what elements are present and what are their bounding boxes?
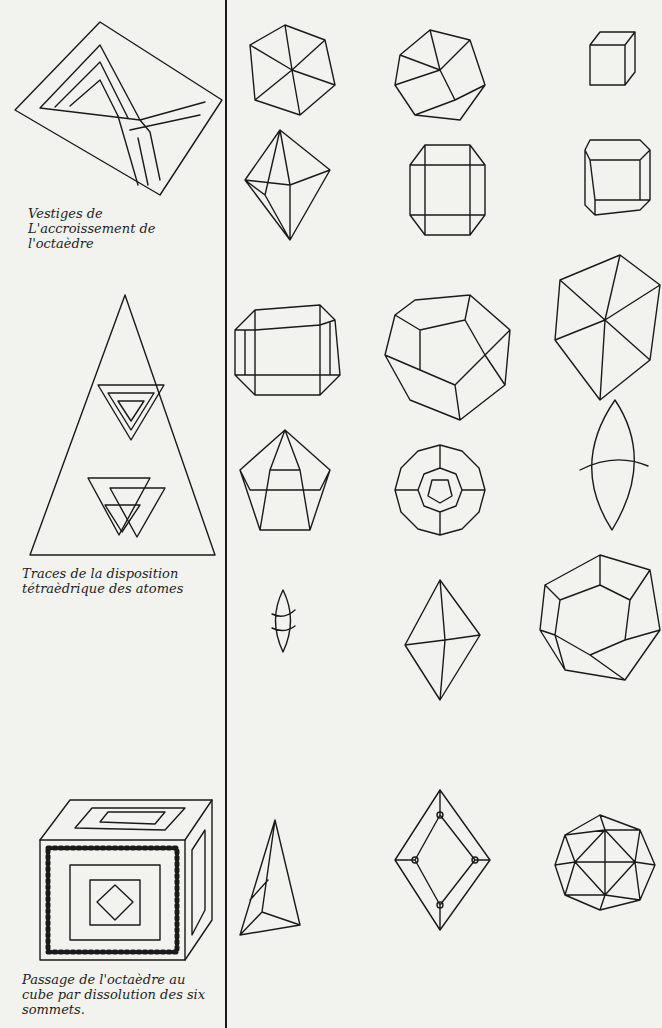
crystal-forms [235, 25, 660, 935]
figure-caption: Traces de la disposition tétraèdrique de… [22, 566, 212, 596]
etched-cube [40, 800, 212, 960]
octahedron-growth [15, 22, 222, 195]
divider-line [225, 0, 227, 1028]
figure-caption: Vestiges de L'accroissement de l'octaèdr… [28, 206, 158, 251]
tetrahedral-traces [30, 295, 215, 555]
figure-caption: Passage de l'octaèdre au cube par dissol… [22, 972, 212, 1017]
